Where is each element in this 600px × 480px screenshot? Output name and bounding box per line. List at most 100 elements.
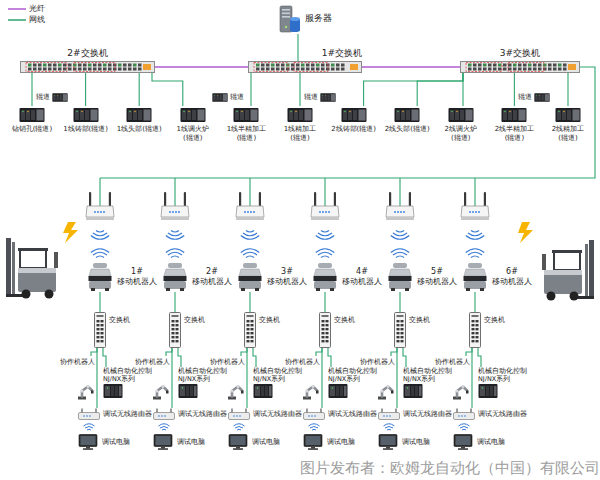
node-label: 协作机器人	[360, 358, 395, 366]
robot-switch: 交换机	[394, 312, 430, 348]
legend: 光纤网线	[8, 3, 45, 25]
node-label: 交换机	[409, 316, 430, 325]
debug-router: 调试无线路由器	[453, 408, 527, 420]
cobot-icon	[76, 382, 94, 400]
label-box: 辊道	[518, 93, 532, 102]
wireless-signal	[84, 231, 485, 431]
switch-bar	[38, 64, 42, 67]
cable-link	[178, 348, 181, 367]
switch-bar	[331, 64, 335, 67]
cobot-node: 协作机器人	[60, 356, 94, 400]
switch-label: 2#交换机	[20, 48, 155, 59]
machine-icon	[555, 106, 581, 124]
label-box: 图片发布者：欧姆龙自动化（中国）有限公司	[300, 459, 600, 478]
pc-icon	[304, 435, 322, 450]
controller-node: 机械自动化控制 NJ/NX系列	[253, 367, 301, 399]
switch-bar	[266, 68, 270, 71]
node-label: 调试无线路由器	[253, 410, 302, 418]
switch-bar	[498, 64, 502, 67]
ctrl-icon	[329, 384, 348, 398]
pc-icon	[303, 434, 323, 450]
switch-bar	[311, 68, 315, 71]
robot-icon	[162, 262, 188, 292]
cable-link	[324, 292, 325, 312]
machine-icon	[287, 106, 313, 124]
switch-bar	[483, 64, 487, 67]
switch-bar	[306, 68, 310, 71]
line-controller: 1线铸部(辊道)	[61, 106, 111, 134]
pc-icon	[378, 434, 398, 450]
switch-bar	[118, 68, 122, 71]
debug-pc: 调试电脑	[228, 434, 280, 450]
wireless-signal	[316, 249, 334, 258]
cable-link	[321, 348, 322, 408]
switch-bar	[63, 64, 67, 67]
node-label: 1线半精加工(辊道)	[221, 125, 271, 143]
switch-bar	[68, 64, 72, 67]
cable-link	[31, 73, 32, 106]
switch-bar	[331, 68, 335, 71]
switch-bar	[508, 63, 544, 72]
mobile-robot: 3# 移动机器人	[237, 262, 309, 292]
ctrl-icon	[253, 383, 273, 399]
forklift-agv	[542, 240, 594, 301]
switch-bar	[261, 64, 265, 67]
switch-bar	[321, 68, 325, 71]
server-icon	[280, 6, 300, 32]
machine-icon	[73, 106, 99, 124]
switch-bar	[123, 64, 127, 67]
switch-bar	[538, 64, 542, 67]
wireless-signal	[391, 231, 409, 240]
switch-bar	[33, 64, 37, 67]
node-label: 调试无线路由器	[403, 410, 452, 418]
node-label: 协作机器人	[285, 358, 320, 366]
switch-bar	[78, 68, 82, 71]
cable-link	[466, 348, 472, 356]
cable-link	[399, 292, 400, 312]
cable-link	[152, 73, 183, 106]
robot-switch: 交换机	[94, 312, 130, 348]
switch-bar	[460, 61, 580, 73]
node-label: 调试无线路由器	[103, 410, 152, 418]
legend-sample	[8, 6, 26, 12]
vswitch-icon	[169, 312, 181, 348]
controller-node: 机械自动化控制 NJ/NX系列	[403, 367, 451, 399]
node-label: 1线铸部(辊道)	[61, 125, 111, 134]
node-label: 调试电脑	[177, 438, 205, 446]
forklift-agv	[542, 240, 594, 301]
robot-icon	[89, 263, 112, 291]
switch-bar	[311, 64, 315, 67]
switch-bar	[508, 64, 512, 67]
switch-label-slot: 1#交换机	[248, 48, 362, 59]
wireless-access-point	[86, 192, 489, 220]
machine-icon	[73, 108, 98, 122]
lightning-mark	[518, 222, 533, 243]
controller-node: 机械自动化控制 NJ/NX系列	[328, 367, 376, 399]
switch-bar	[98, 64, 102, 67]
node-label: 交换机	[259, 316, 280, 325]
switch-bar	[281, 64, 285, 67]
switch-bar	[256, 64, 260, 67]
cable-link	[514, 73, 515, 106]
cobot-icon	[376, 382, 394, 400]
ctrl-icon	[404, 384, 423, 398]
cable-link	[417, 73, 463, 106]
wireless-signal	[166, 231, 184, 240]
cobot-icon	[228, 385, 244, 400]
wireless-signal	[459, 424, 470, 430]
switch-bar	[503, 64, 507, 67]
switch-label: 3#交换机	[460, 48, 580, 59]
switch-bar	[336, 68, 340, 71]
node-label: 机械自动化控制 NJ/NX系列	[103, 367, 151, 383]
roller-controller-icon	[320, 93, 335, 102]
core-switch: 1#交换机	[248, 61, 362, 73]
router-icon	[229, 409, 250, 420]
pc-icon	[78, 434, 98, 450]
node-label: 1线精加工(辊道)	[275, 125, 325, 143]
switch-bar	[128, 68, 132, 71]
switch-bar	[38, 68, 42, 71]
wireless-signal	[466, 249, 484, 258]
ctrl-icon	[178, 383, 198, 399]
cobot-icon	[303, 385, 319, 400]
switch-bar	[28, 64, 32, 67]
